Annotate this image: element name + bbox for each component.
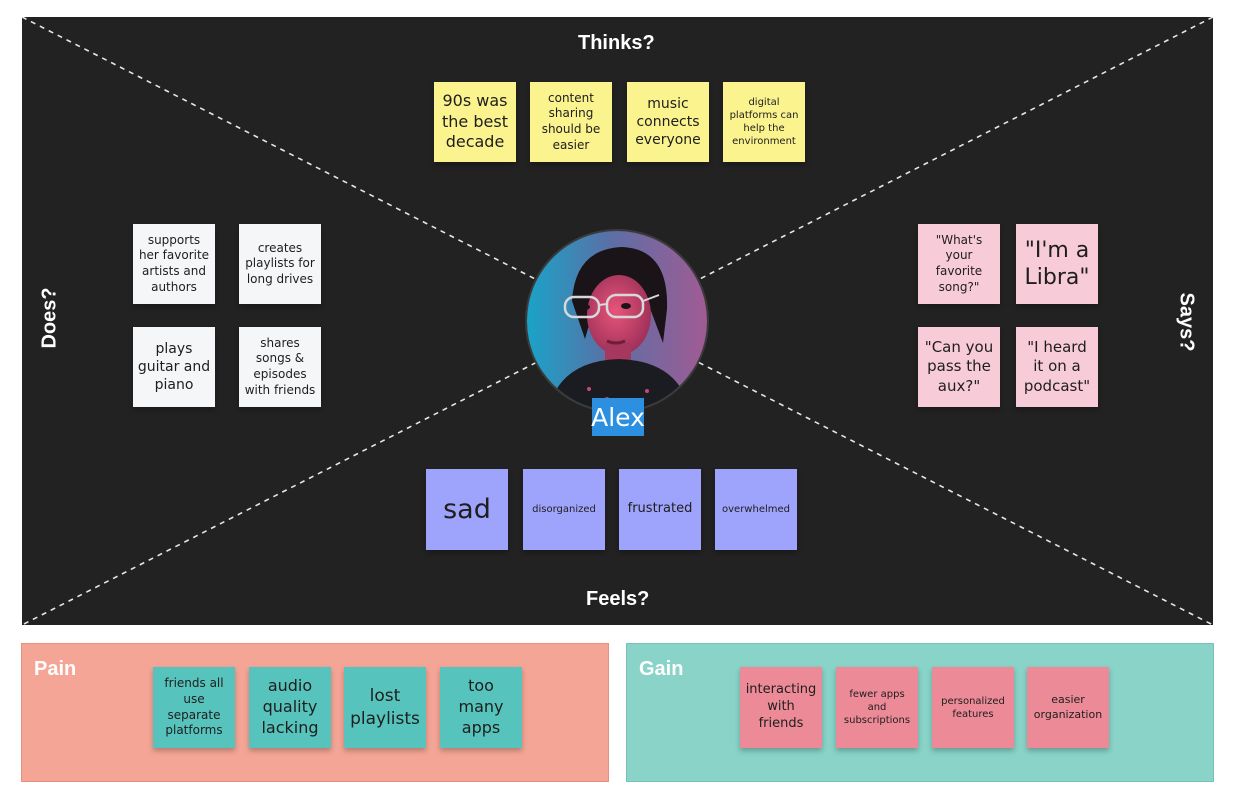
- pain-panel: Pain friends all use separate platforms …: [21, 643, 609, 782]
- sticky-note-gain[interactable]: interacting with friends: [740, 667, 822, 748]
- quadrant-label-feels: Feels?: [586, 588, 650, 610]
- sticky-note-says[interactable]: "Can you pass the aux?": [918, 327, 1000, 407]
- sticky-note-text: audio quality lacking: [261, 676, 319, 737]
- sticky-note-text: supports her favorite artists and author…: [138, 232, 210, 294]
- sticky-note-text: easier organization: [1033, 693, 1103, 721]
- persona-portrait-image: [527, 231, 707, 411]
- sticky-note-text: overwhelmed: [722, 504, 790, 515]
- sticky-note-text: friends all use separate platforms: [164, 676, 224, 738]
- sticky-note-pain[interactable]: audio quality lacking: [249, 667, 331, 748]
- quadrant-label-thinks: Thinks?: [578, 32, 655, 54]
- sticky-note-feels[interactable]: disorganized: [523, 469, 605, 550]
- gain-panel: Gain interacting with friends fewer apps…: [626, 643, 1214, 782]
- sticky-note-text: "What's your favorite song?": [935, 232, 983, 294]
- sticky-note-text: too many apps: [458, 676, 504, 737]
- sticky-note-does[interactable]: creates playlists for long drives: [239, 224, 321, 304]
- sticky-note-does[interactable]: supports her favorite artists and author…: [133, 224, 215, 304]
- sticky-note-feels[interactable]: frustrated: [619, 469, 701, 550]
- sticky-note-text: disorganized: [532, 504, 596, 515]
- gain-label: Gain: [639, 658, 684, 680]
- sticky-note-pain[interactable]: lost playlists: [344, 667, 426, 748]
- sticky-note-text: content sharing should be easier: [541, 90, 601, 152]
- diagonal-dividers: [22, 17, 1213, 625]
- quadrant-label-does: Does?: [38, 287, 61, 349]
- persona-avatar: [525, 229, 709, 413]
- sticky-note-text: "I heard it on a podcast": [1023, 337, 1091, 395]
- sticky-note-text: music connects everyone: [635, 95, 701, 149]
- diagonal-line: [22, 17, 1213, 625]
- sticky-note-thinks[interactable]: music connects everyone: [627, 82, 709, 162]
- sticky-note-pain[interactable]: friends all use separate platforms: [153, 667, 235, 748]
- sticky-note-gain[interactable]: personalized features: [932, 667, 1014, 748]
- pain-label: Pain: [34, 658, 77, 680]
- sticky-note-gain[interactable]: easier organization: [1027, 667, 1109, 748]
- sticky-note-thinks[interactable]: 90s was the best decade: [434, 82, 516, 162]
- sticky-note-thinks[interactable]: content sharing should be easier: [530, 82, 612, 162]
- sticky-note-text: interacting with friends: [745, 682, 817, 731]
- sticky-note-text: sad: [443, 493, 491, 525]
- sticky-note-pain[interactable]: too many apps: [440, 667, 522, 748]
- quadrant-label-says: Says?: [1175, 292, 1198, 352]
- diagonal-line: [22, 17, 1213, 625]
- sticky-note-text: lost playlists: [350, 686, 420, 729]
- sticky-note-thinks[interactable]: digital platforms can help the environme…: [723, 82, 805, 162]
- sticky-note-text: creates playlists for long drives: [245, 240, 315, 286]
- sticky-note-text: shares songs & episodes with friends: [244, 335, 316, 397]
- sticky-note-gain[interactable]: fewer apps and subscriptions: [836, 667, 918, 748]
- sticky-note-feels[interactable]: overwhelmed: [715, 469, 797, 550]
- sticky-note-text: "Can you pass the aux?": [924, 337, 994, 395]
- sticky-note-text: 90s was the best decade: [442, 90, 508, 152]
- sticky-note-text: "I'm a Libra": [1024, 237, 1090, 291]
- sticky-note-text: digital platforms can help the environme…: [729, 97, 799, 147]
- persona-name-label: Alex: [591, 398, 645, 436]
- sticky-note-does[interactable]: plays guitar and piano: [133, 327, 215, 407]
- sticky-note-says[interactable]: "I'm a Libra": [1016, 224, 1098, 304]
- sticky-note-text: frustrated: [627, 501, 693, 517]
- sticky-note-says[interactable]: "I heard it on a podcast": [1016, 327, 1098, 407]
- sticky-note-text: fewer apps and subscriptions: [843, 689, 911, 726]
- sticky-note-does[interactable]: shares songs & episodes with friends: [239, 327, 321, 407]
- sticky-note-says[interactable]: "What's your favorite song?": [918, 224, 1000, 304]
- empathy-map-board: Thinks? Feels? Does? Says? 90s was the b…: [22, 17, 1213, 625]
- sticky-note-text: plays guitar and piano: [137, 340, 211, 394]
- sticky-note-text: personalized features: [941, 695, 1005, 720]
- sticky-note-feels[interactable]: sad: [426, 469, 508, 550]
